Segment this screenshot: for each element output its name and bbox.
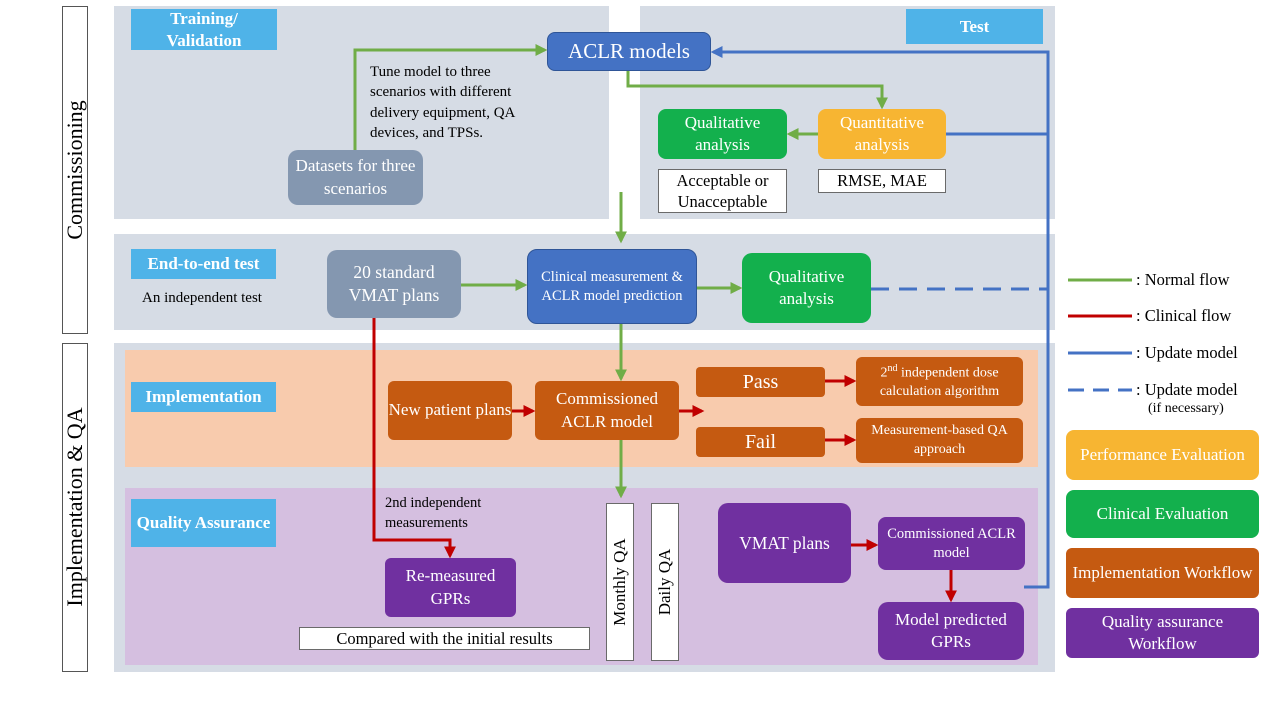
test-tag: Test: [906, 9, 1043, 44]
implementation-qa-sidebar: [62, 343, 88, 672]
legend-performance: Performance Evaluation: [1066, 430, 1259, 480]
remeasured-gprs-node: Re-measured GPRs: [385, 558, 516, 617]
compared-box: Compared with the initial results: [299, 627, 590, 650]
quantitative-analysis-node: Quantitative analysis: [818, 109, 946, 159]
legend-clinical-evaluation: Clinical Evaluation: [1066, 490, 1259, 538]
arrow-datasets-to-aclr: [353, 44, 548, 150]
daily-qa-box: [651, 503, 679, 661]
tune-note: Tune model to three scenarios with diffe…: [370, 64, 515, 141]
commissioned-model-impl-node: Commissioned ACLR model: [535, 381, 679, 440]
arrow-aclr-to-quantitative: [626, 71, 888, 110]
aclr-models-node: ACLR models: [547, 32, 711, 71]
legend-implementation-workflow: Implementation Workflow: [1066, 548, 1259, 598]
arrow-update-model: [710, 46, 1050, 589]
legend-qa-workflow: Quality assurance Workflow: [1066, 608, 1259, 658]
model-predicted-gprs-node: Model predicted GPRs: [878, 602, 1024, 660]
quality-assurance-tag: Quality Assurance: [131, 499, 276, 547]
vmat-plans-node: VMAT plans: [718, 503, 851, 583]
fail-node: Fail: [696, 427, 825, 457]
measurement-qa-node: Measurement-based QA approach: [856, 418, 1023, 463]
legend-clinical-flow: : Clinical flow: [1136, 306, 1232, 325]
commissioning-sidebar: [62, 6, 88, 334]
datasets-node: Datasets for three scenarios: [288, 150, 423, 205]
dose-calc-node: 2nd independent dose calculation algorit…: [856, 357, 1023, 406]
implementation-tag: Implementation: [131, 382, 276, 412]
legend-if-necessary: (if necessary): [1148, 401, 1224, 416]
clinical-measurement-node: Clinical measurement & ACLR model predic…: [527, 249, 697, 324]
second-measurements-note: 2nd independent measurements: [385, 495, 482, 531]
new-patient-plans-node: New patient plans: [388, 381, 512, 440]
commissioned-model-qa-node: Commissioned ACLR model: [878, 517, 1025, 570]
pass-node: Pass: [696, 367, 825, 397]
arrow-plans-to-remeasured: [372, 318, 456, 559]
monthly-qa-box: [606, 503, 634, 661]
dose-calc-text: 2nd independent dose calculation algorit…: [879, 362, 1000, 399]
training-validation-tag: Training/ Validation: [131, 9, 277, 50]
standard-plans-node: 20 standard VMAT plans: [327, 250, 461, 318]
legend-update-if-necessary: : Update model: [1136, 380, 1238, 399]
legend-update-model: : Update model: [1136, 343, 1238, 362]
qualitative-analysis-e2e-node: Qualitative analysis: [742, 253, 871, 323]
end-to-end-tag: End-to-end test: [131, 249, 276, 279]
end-to-end-note: An independent test: [142, 290, 262, 306]
qualitative-analysis-test-node: Qualitative analysis: [658, 109, 787, 159]
legend-normal-flow: : Normal flow: [1136, 270, 1230, 289]
acceptable-box: Acceptable or Unacceptable: [658, 169, 787, 213]
rmse-mae-box: RMSE, MAE: [818, 169, 946, 193]
